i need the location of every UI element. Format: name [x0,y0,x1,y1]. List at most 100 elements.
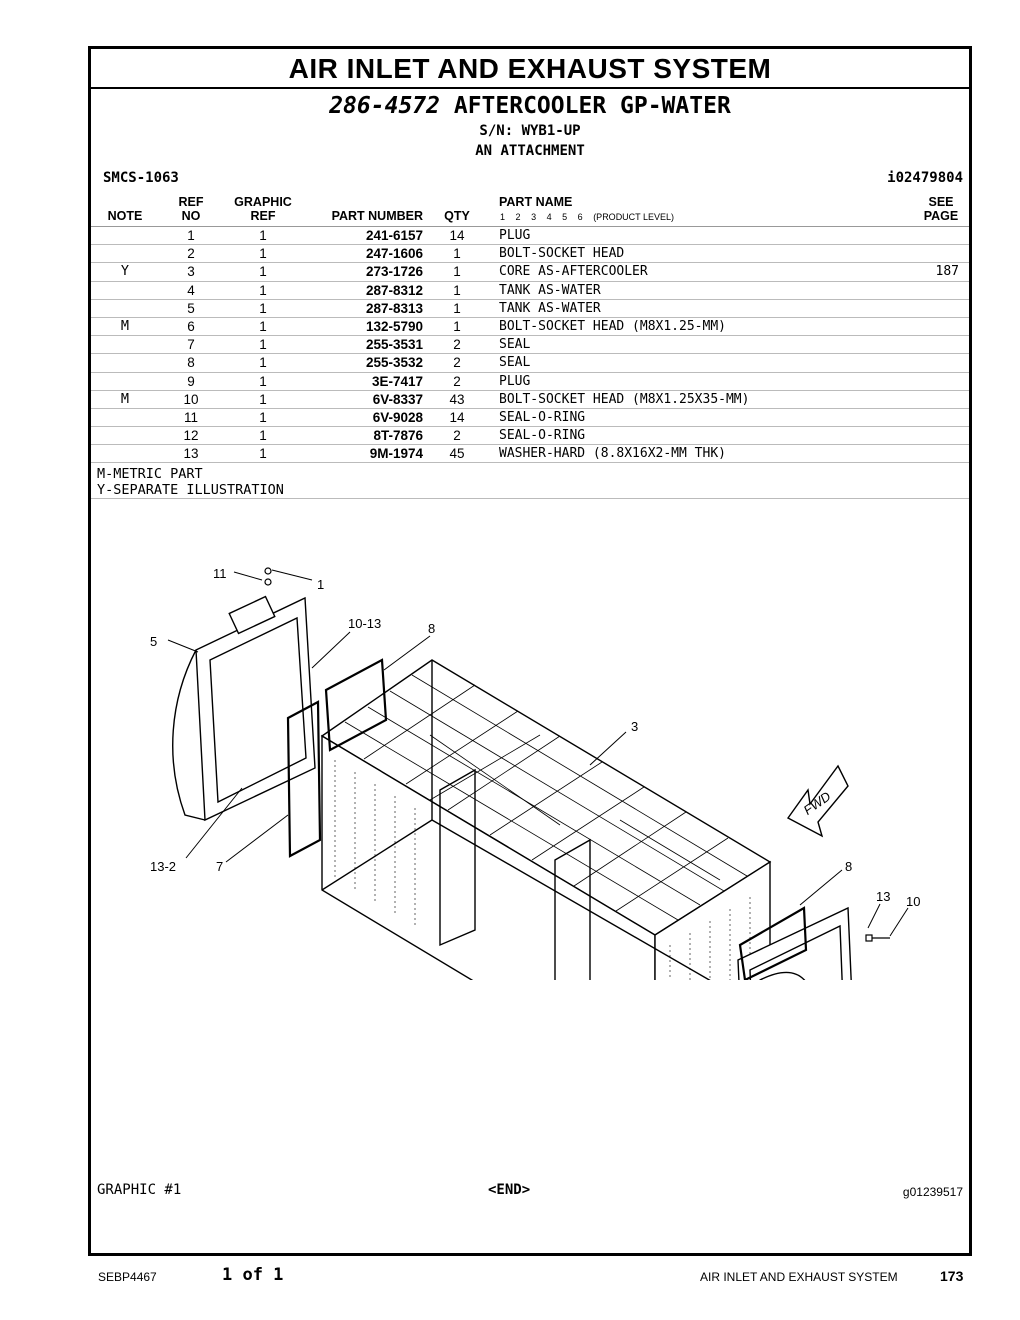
callout-11: 11 [213,566,227,581]
graphic-ref-cell: 1 [259,373,267,389]
part-name-cell: SEAL [499,355,531,371]
graphic-ref-cell: 1 [259,318,267,334]
graphic-ref-cell: 1 [259,246,267,262]
level-label: (PRODUCT LEVEL) [593,212,675,222]
part-number-cell[interactable]: 6V-8337 [372,391,423,407]
part-number-cell[interactable]: 241-6157 [365,228,423,243]
header-graphic-top: GRAPHIC [234,195,292,209]
document-ident: i02479804 [887,170,963,186]
part-number-cell[interactable]: 6V-9028 [372,409,423,425]
callout-10: 10 [906,894,920,909]
header-part-number: PART NUMBER [331,209,423,223]
callout-1: 1 [317,577,324,592]
ref-no-cell: 12 [183,428,199,444]
legend-separate-illustration: Y-SEPARATE ILLUSTRATION [97,482,284,498]
part-number-cell[interactable]: 287-8313 [365,300,423,316]
attachment-label: AN ATTACHMENT [475,143,585,159]
left-tank-drawing [172,595,316,822]
page-of: 1 of 1 [222,1265,284,1285]
graphic-ref-cell: 1 [259,446,267,462]
part-name-cell: TANK AS-WATER [499,300,601,316]
end-label: <END> [488,1182,531,1198]
ref-no-cell: 11 [183,409,198,425]
level-3: 3 [531,212,537,222]
notes-legend: M-METRIC PART Y-SEPARATE ILLUSTRATION [97,466,284,498]
header-qty: QTY [444,209,470,223]
qty-cell: 2 [453,337,461,353]
part-name-cell: PLUG [499,373,531,389]
qty-cell: 14 [449,228,465,243]
table-row: 1 1 241-6157 14 PLUG [91,227,969,246]
graphic-label: GRAPHIC #1 [97,1182,182,1198]
fasteners-drawing [264,567,890,942]
header-graphic-ref: GRAPHIC REF [231,195,295,223]
header-see-bottom: PAGE [923,209,959,223]
part-number-cell[interactable]: 9M-1974 [369,446,423,462]
callout-3: 3 [631,719,638,734]
level-2: 2 [515,212,521,222]
header-product-levels: 1 2 3 4 5 6 (PRODUCT LEVEL) [500,212,682,222]
ref-no-cell: 7 [187,337,195,353]
level-6: 6 [577,212,583,222]
ref-no-cell: 9 [187,373,195,389]
note-cell: Y [120,263,130,280]
part-number-cell[interactable]: 255-3532 [365,355,423,371]
legend-metric: M-METRIC PART [97,466,203,482]
header-graphic-bottom: REF [250,209,276,223]
qty-cell: 14 [449,409,465,425]
graphic-ref-cell: 1 [259,337,267,353]
part-number-cell[interactable]: 132-5790 [365,318,423,334]
part-number-cell[interactable]: 287-8312 [365,282,423,298]
part-number-cell[interactable]: 255-3531 [365,337,423,353]
see-page-cell[interactable]: 187 [935,264,959,280]
parts-page-frame: AIR INLET AND EXHAUST SYSTEM 286-4572 AF… [88,46,972,1256]
part-name-cell: SEAL [499,337,531,353]
part-name-cell: PLUG [499,228,531,243]
graphic-ref-cell: 1 [259,355,267,371]
core-drawing [320,659,772,980]
note-cell: M [120,317,130,334]
header-ref-no: REF NO [171,195,211,223]
header-ref-top: REF [178,195,204,209]
publication-number: SEBP4467 [98,1270,157,1284]
part-number-cell[interactable]: 8T-7876 [373,428,423,444]
level-5: 5 [562,212,568,222]
part-name-cell: TANK AS-WATER [499,282,601,298]
header-see-top: SEE [928,195,954,209]
leader-lines [167,569,909,937]
part-name-cell: BOLT-SOCKET HEAD (M8X1.25X35-MM) [499,391,750,407]
right-tank-drawing [737,906,852,980]
part-number-cell[interactable]: 3E-7417 [371,373,423,389]
left-seal-drawing [286,700,322,858]
part-number-cell[interactable]: 273-1726 [365,264,423,280]
graphic-ref-cell: 1 [259,300,267,316]
callout-8-top: 8 [428,621,435,636]
ref-no-cell: 3 [187,264,195,280]
graphic-ref-cell: 1 [259,264,267,280]
qty-cell: 2 [453,428,461,444]
callout-13-upper: 13 [876,889,890,904]
graphic-id: g01239517 [902,1185,963,1199]
part-name-cell: SEAL-O-RING [499,428,586,444]
graphic-ref-cell: 1 [259,428,267,444]
graphic-ref-cell: 1 [259,391,267,407]
qty-cell: 1 [453,282,461,298]
group-number[interactable]: 286-4572 [329,93,440,119]
header-see-page: SEE PAGE [911,195,971,223]
qty-cell: 2 [453,355,461,371]
ref-no-cell: 10 [183,391,199,407]
callout-10-13: 10-13 [348,616,381,631]
graphic-ref-cell: 1 [259,228,267,243]
forward-arrow-icon: FWD [786,764,849,838]
part-number-cell[interactable]: 247-1606 [365,246,423,262]
right-seal-8-drawing [738,906,808,980]
footer-system-name: AIR INLET AND EXHAUST SYSTEM [700,1270,898,1284]
ref-no-cell: 1 [187,228,195,243]
